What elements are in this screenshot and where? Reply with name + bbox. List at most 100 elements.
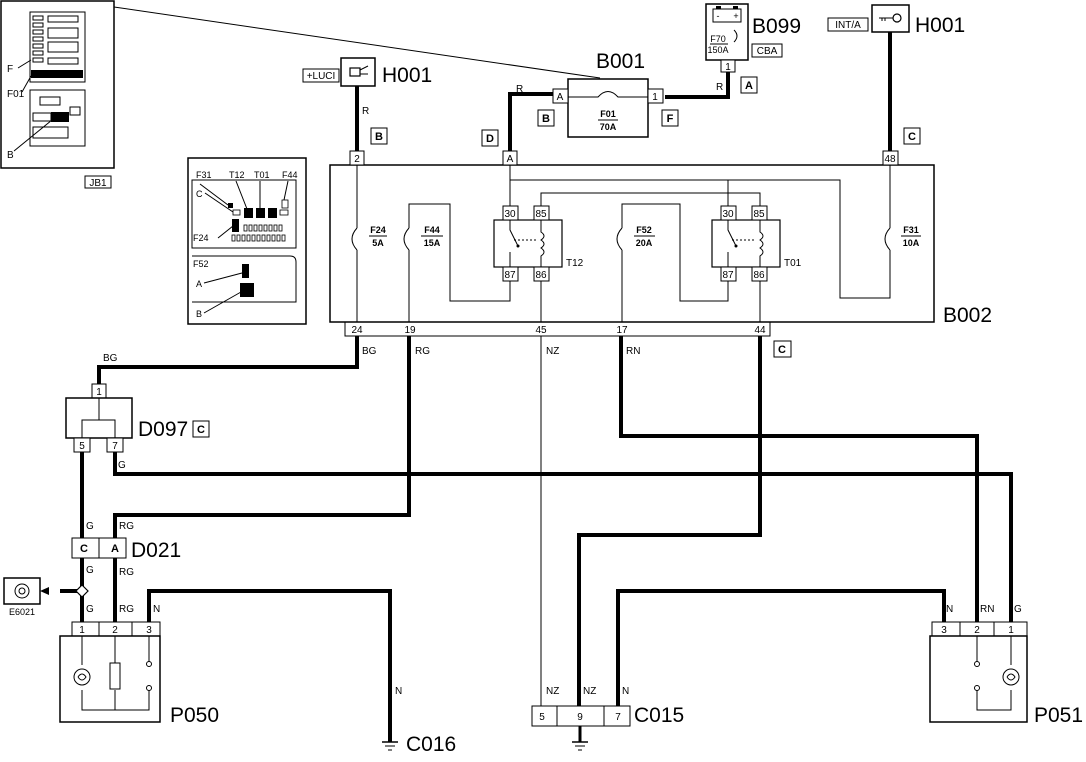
fuse-f24-rating: 5A [372,238,384,248]
svg-text:RG: RG [119,604,134,615]
b002-fuse-relay-box: B002 2 A 48 24 19 45 17 44 C [329,150,992,358]
inset-jb1: F F01 B JB1 [0,0,601,189]
d097-module: 1 5 7 D097 C [65,383,210,453]
c015-ground-connector: 5 9 7 C015 [531,704,684,751]
p051-lamp: 3 2 1 P051 [929,621,1083,727]
e6021-label: E6021 [9,607,35,617]
svg-text:1: 1 [79,625,85,636]
svg-text:NZ: NZ [546,686,559,697]
inset-b002-a: A [196,279,202,289]
svg-text:RG: RG [415,346,430,357]
svg-text:NZ: NZ [546,346,559,357]
svg-text:N: N [153,604,160,615]
svg-text:N: N [946,604,953,615]
svg-text:C: C [80,543,88,555]
svg-text:B: B [375,131,383,143]
svg-text:86: 86 [535,270,547,281]
wire-color-labels: R R R BG BG RG NZ RN G G RG G RG G RG N … [86,82,1022,697]
svg-text:N: N [622,686,629,697]
ground-icon [572,741,588,751]
b002-pin-45: 45 [535,325,547,336]
svg-text:2: 2 [974,625,980,636]
inset-b002-b: B [196,309,202,319]
relay-t12: 30 85 87 86 T12 [493,205,584,282]
b099-loc: A [745,80,753,92]
h001-light-tag: +LUCI [307,71,336,82]
b002-pin-48: 48 [884,154,896,165]
relay-t12-label: T12 [566,258,584,269]
svg-text:N: N [395,686,402,697]
inset-b002-location: F31 T12 T01 F44 C F24 F52 A B [187,157,307,325]
svg-text:87: 87 [722,270,734,281]
b099-tag: CBA [757,46,778,57]
b002-pin-44: 44 [754,325,766,336]
svg-text:7: 7 [112,441,118,452]
location-letters: B D C [370,127,921,147]
fuse-f44-rating: 15A [424,238,441,248]
svg-text:RG: RG [119,521,134,532]
svg-text:R: R [716,82,723,93]
h001-light-label: H001 [382,64,432,87]
b002-pin-17: 17 [616,325,628,336]
b001-pin-out: 1 [652,92,658,103]
battery-icon [712,8,742,23]
svg-text:R: R [362,106,369,117]
relay-t01-label: T01 [784,258,802,269]
fuse-f31-rating: 10A [903,238,920,248]
b001-loc-right: F [667,113,674,125]
svg-text:86: 86 [753,270,765,281]
b099-fuse-rating: 150A [707,45,728,55]
inset-jb1-callout-f01: F01 [7,89,25,100]
fuse-f52-rating: 20A [636,238,653,248]
svg-text:G: G [86,521,94,532]
b002-pin-2: 2 [354,154,360,165]
svg-text:BG: BG [103,353,118,364]
fuse-f31-id: F31 [903,225,919,235]
d097-label: D097 [138,418,188,441]
svg-text:R: R [516,84,523,95]
d021-connector: C A D021 [71,537,181,562]
b001-fuse-box: A 1 F01 70A B001 B F [537,50,679,138]
inset-b002-t12: T12 [229,170,245,180]
b099-fuse-id: F70 [710,34,726,44]
svg-text:2: 2 [112,625,118,636]
svg-text:30: 30 [722,209,734,220]
svg-text:RG: RG [119,567,134,578]
inset-jb1-label: JB1 [89,178,107,189]
svg-text:-: - [717,11,720,21]
b099-battery-fuse: - + F70 150A 1 B099 CBA A [705,3,801,94]
svg-text:NZ: NZ [583,686,596,697]
c016-ground: C016 [382,733,456,756]
b002-pin-24: 24 [351,325,363,336]
b099-label: B099 [752,15,801,38]
svg-text:30: 30 [504,209,516,220]
fuse-f24-id: F24 [370,225,386,235]
svg-text:G: G [86,565,94,576]
p050-lamp: 1 2 3 P050 [59,621,219,727]
svg-text:87: 87 [504,270,516,281]
d097-loc: C [197,424,205,436]
b001-loc-left: B [542,113,550,125]
svg-text:G: G [118,460,126,471]
svg-text:3: 3 [941,625,947,636]
c016-label: C016 [406,733,456,756]
inset-jb1-callout-b: B [7,150,14,161]
svg-text:+: + [733,11,738,21]
h001-key-tag: INT/A [835,20,861,31]
relay-t01: 30 85 87 86 T01 [711,205,802,282]
svg-text:1: 1 [1008,625,1014,636]
fuse-f52-id: F52 [636,225,652,235]
svg-text:BG: BG [362,346,377,357]
svg-text:D: D [486,133,494,145]
fuse-f44-id: F44 [424,225,440,235]
b001-pin-in: A [557,92,564,103]
h001-light-switch: +LUCI H001 [302,57,432,87]
svg-text:RN: RN [980,604,994,615]
svg-text:5: 5 [539,712,545,723]
b002-label: B002 [943,304,992,327]
inset-b002-f44: F44 [282,170,298,180]
svg-text:G: G [1014,604,1022,615]
inset-b002-f31: F31 [196,170,212,180]
svg-text:G: G [86,604,94,615]
b001-fuse-id: F01 [600,109,616,119]
